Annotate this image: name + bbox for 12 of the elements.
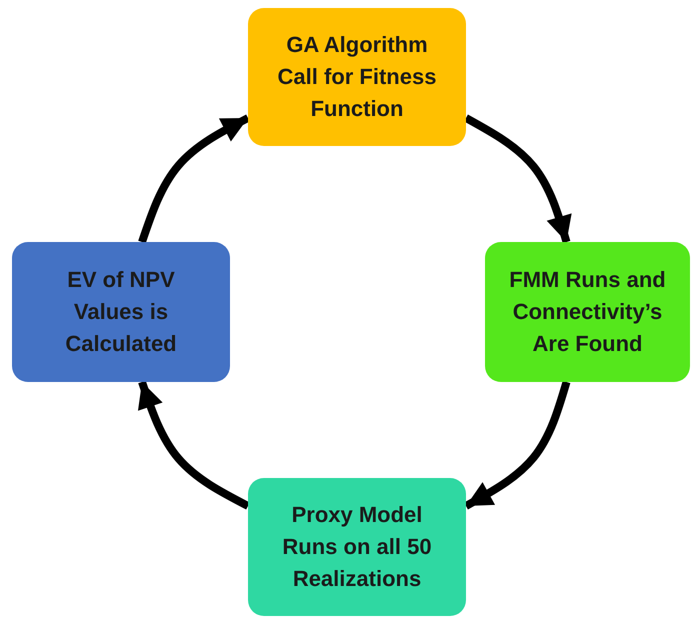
curved-arrow <box>138 380 250 510</box>
rounded-box <box>12 242 230 382</box>
rounded-box <box>485 242 690 382</box>
curved-arrow <box>464 114 572 244</box>
curved-arrow <box>464 380 570 510</box>
curved-arrow <box>138 114 250 244</box>
rounded-box <box>248 478 466 616</box>
box-label: GA Algorithm Call for Fitness Function <box>276 31 438 123</box>
box-label: Proxy Model Runs on all 50 Realizations <box>281 501 433 593</box>
rounded-box <box>248 8 466 146</box>
box-label: FMM Runs and Connectivity’s Are Found <box>508 266 667 358</box>
box-label: EV of NPV Values is Calculated <box>64 266 178 358</box>
